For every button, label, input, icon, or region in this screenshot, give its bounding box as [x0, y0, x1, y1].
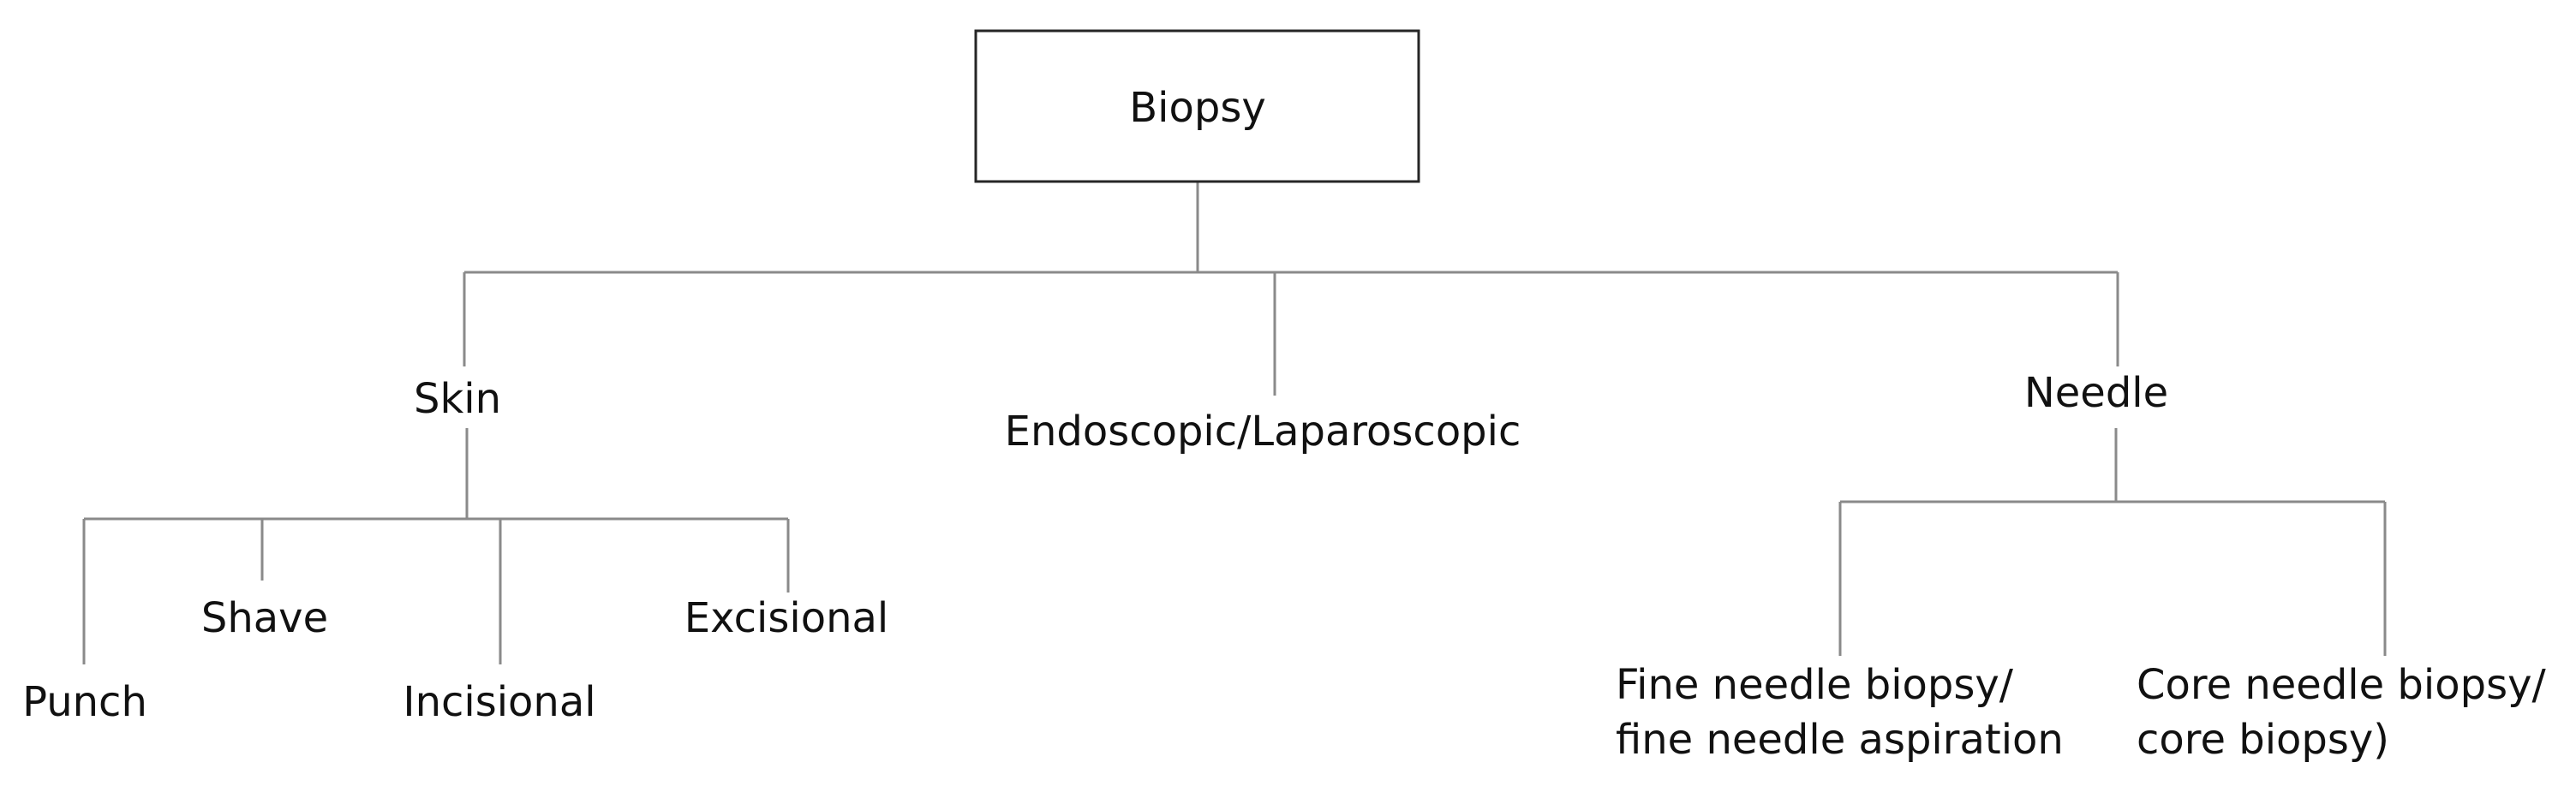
skin-incisional-label: Incisional: [403, 678, 595, 726]
connector-lines: [82, 182, 2387, 664]
category-endoscopic-label: Endoscopic/Laparoscopic: [1005, 408, 1521, 456]
needle-fine-needle-line-2: fine needle aspiration: [1616, 716, 2064, 764]
needle-fine-needle-label: Fine needle biopsy/ fine needle aspirati…: [1616, 661, 2064, 764]
category-skin-label: Skin: [414, 375, 501, 423]
skin-shave-label: Shave: [201, 594, 328, 642]
needle-fine-needle-line-1: Fine needle biopsy/: [1616, 661, 2014, 709]
root-node-box: [974, 29, 1420, 183]
category-needle-label: Needle: [2024, 369, 2168, 417]
needle-core-needle-line-1: Core needle biopsy/: [2137, 661, 2546, 709]
root-node-label: Biopsy: [1129, 84, 1266, 132]
needle-core-needle-label: Core needle biopsy/ core biopsy): [2137, 661, 2559, 764]
skin-excisional-label: Excisional: [684, 594, 889, 642]
needle-core-needle-line-2: core biopsy): [2137, 716, 2389, 764]
skin-punch-label: Punch: [22, 678, 147, 726]
root-node: Biopsy: [974, 29, 1420, 183]
